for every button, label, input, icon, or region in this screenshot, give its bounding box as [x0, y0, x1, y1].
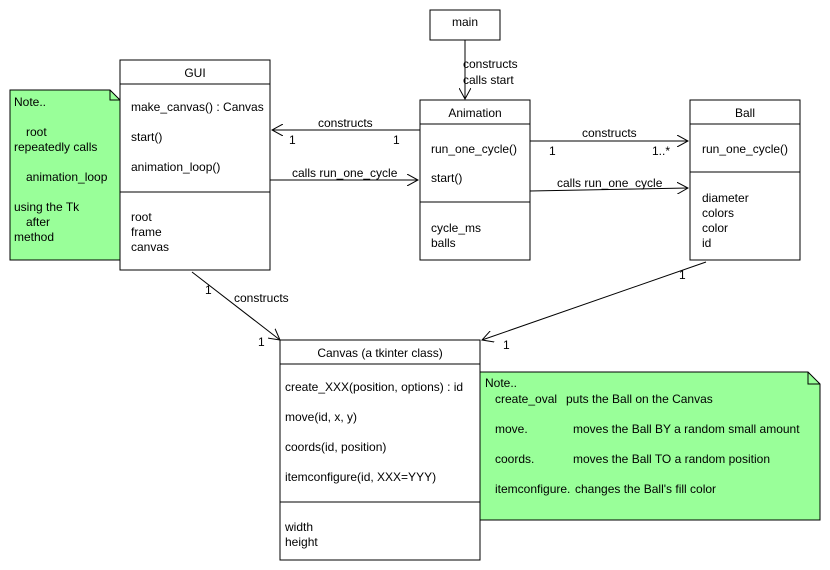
- canvas-method: move(id, x, y): [285, 410, 357, 424]
- connector-gui-animation: calls run_one_cycle: [270, 166, 418, 180]
- canvas-title: Canvas (a tkinter class): [317, 346, 442, 360]
- connector-main-animation: constructs calls start: [463, 40, 518, 99]
- note-right-desc: changes the Ball's fill color: [575, 482, 716, 496]
- note-right-desc: moves the Ball BY a random small amount: [573, 422, 800, 436]
- animation-method: run_one_cycle(): [431, 142, 517, 156]
- connector-animation-gui: constructs 1 1: [272, 116, 420, 147]
- svg-text:1: 1: [205, 283, 212, 297]
- ball-attribute: colors: [702, 206, 734, 220]
- svg-text:constructs: constructs: [463, 57, 518, 71]
- gui-attribute: canvas: [131, 240, 169, 254]
- svg-text:constructs: constructs: [318, 116, 373, 130]
- svg-text:1: 1: [393, 133, 400, 147]
- ball-method: run_one_cycle(): [702, 142, 788, 156]
- ball-title: Ball: [735, 106, 755, 120]
- svg-text:1: 1: [289, 133, 296, 147]
- ball-class: Ball run_one_cycle() diameter colors col…: [689, 99, 801, 261]
- note-right-method: create_oval: [495, 392, 557, 406]
- note-right-method: itemconfigure.: [495, 482, 570, 496]
- note-right-desc: moves the Ball TO a random position: [573, 452, 770, 466]
- note-left-line: Note..: [14, 95, 46, 109]
- ball-attribute: diameter: [702, 191, 749, 205]
- note-right-method: coords.: [495, 452, 534, 466]
- animation-title: Animation: [448, 106, 501, 120]
- svg-text:calls run_one_cycle: calls run_one_cycle: [557, 176, 663, 190]
- svg-text:constructs: constructs: [582, 126, 637, 140]
- svg-text:calls run_one_cycle: calls run_one_cycle: [292, 166, 398, 180]
- note-left-line: after: [26, 215, 50, 229]
- gui-method: start(): [131, 130, 162, 144]
- ball-attribute: id: [702, 236, 711, 250]
- svg-text:1: 1: [258, 335, 265, 349]
- note-left-line: method: [14, 230, 54, 244]
- gui-class: GUI make_canvas() : Canvas start() anima…: [119, 59, 271, 271]
- svg-text:1: 1: [503, 338, 510, 352]
- note-left-line: root: [26, 125, 47, 139]
- connector-animation-ball: constructs 1 1..*: [530, 126, 688, 158]
- note-left-line: repeatedly calls: [14, 140, 97, 154]
- note-left-line: animation_loop: [26, 170, 108, 184]
- note-right: Note.. create_oval puts the Ball on the …: [479, 371, 821, 521]
- note-right-fold: [807, 372, 820, 385]
- svg-text:1: 1: [679, 268, 686, 282]
- animation-attribute: cycle_ms: [431, 221, 481, 235]
- main-box: main: [429, 9, 501, 41]
- gui-title: GUI: [184, 66, 205, 80]
- ball-attribute: color: [702, 221, 728, 235]
- note-left: Note.. root repeatedly calls animation_l…: [9, 89, 121, 261]
- gui-method: animation_loop(): [131, 160, 220, 174]
- animation-class: Animation run_one_cycle() start() cycle_…: [419, 99, 531, 261]
- canvas-method: coords(id, position): [285, 440, 386, 454]
- note-left-fold: [109, 90, 120, 101]
- note-right-method: move.: [495, 422, 528, 436]
- svg-text:calls start: calls start: [463, 73, 514, 87]
- svg-text:1..*: 1..*: [652, 144, 670, 158]
- note-right-desc: puts the Ball on the Canvas: [566, 392, 713, 406]
- svg-text:constructs: constructs: [234, 291, 289, 305]
- animation-attribute: balls: [431, 236, 456, 250]
- main-title: main: [452, 15, 478, 29]
- canvas-method: create_XXX(position, options) : id: [285, 380, 463, 394]
- svg-text:1: 1: [549, 144, 556, 158]
- gui-attribute: frame: [131, 225, 162, 239]
- connector-ball-canvas: 1 1: [482, 261, 707, 352]
- connector-gui-canvas: constructs 1 1: [191, 271, 289, 349]
- note-left-line: using the Tk: [14, 200, 80, 214]
- connector-animation-ball-calls: calls run_one_cycle: [529, 176, 688, 191]
- note-left-shape: [9, 89, 121, 261]
- canvas-class: Canvas (a tkinter class) create_XXX(posi…: [279, 339, 481, 561]
- canvas-attribute: height: [285, 535, 318, 549]
- gui-method: make_canvas() : Canvas: [131, 100, 264, 114]
- gui-attribute: root: [131, 210, 152, 224]
- canvas-method: itemconfigure(id, XXX=YYY): [285, 470, 436, 484]
- note-right-title: Note..: [485, 376, 517, 390]
- animation-method: start(): [431, 171, 462, 185]
- note-right-shape: [479, 371, 821, 521]
- canvas-attribute: width: [284, 520, 313, 534]
